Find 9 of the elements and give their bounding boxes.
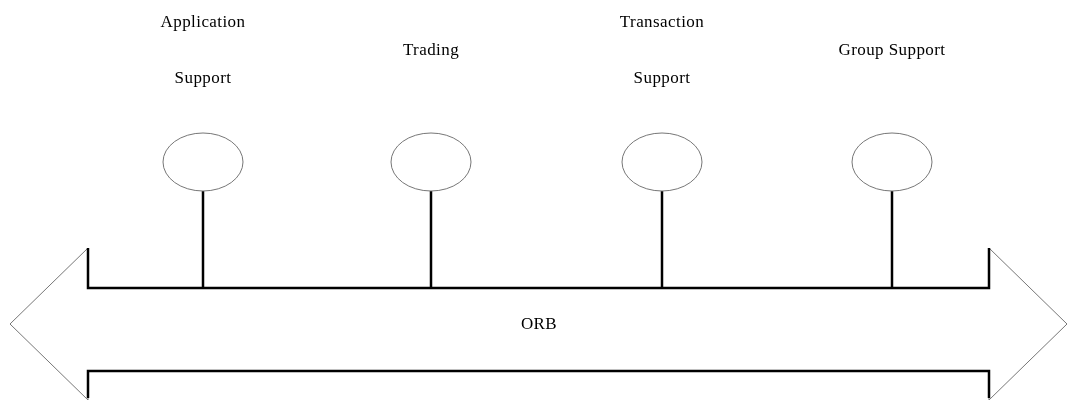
bus-label: ORB — [520, 313, 558, 336]
component-label: Transaction Support — [618, 11, 706, 89]
component-label: Group Support — [837, 39, 947, 61]
connector-line — [429, 191, 433, 288]
component-label: Trading — [401, 39, 461, 61]
component-label: Application Support — [159, 11, 247, 89]
connector-line — [660, 191, 664, 288]
connector-line — [201, 191, 205, 288]
connector-line — [890, 191, 894, 288]
